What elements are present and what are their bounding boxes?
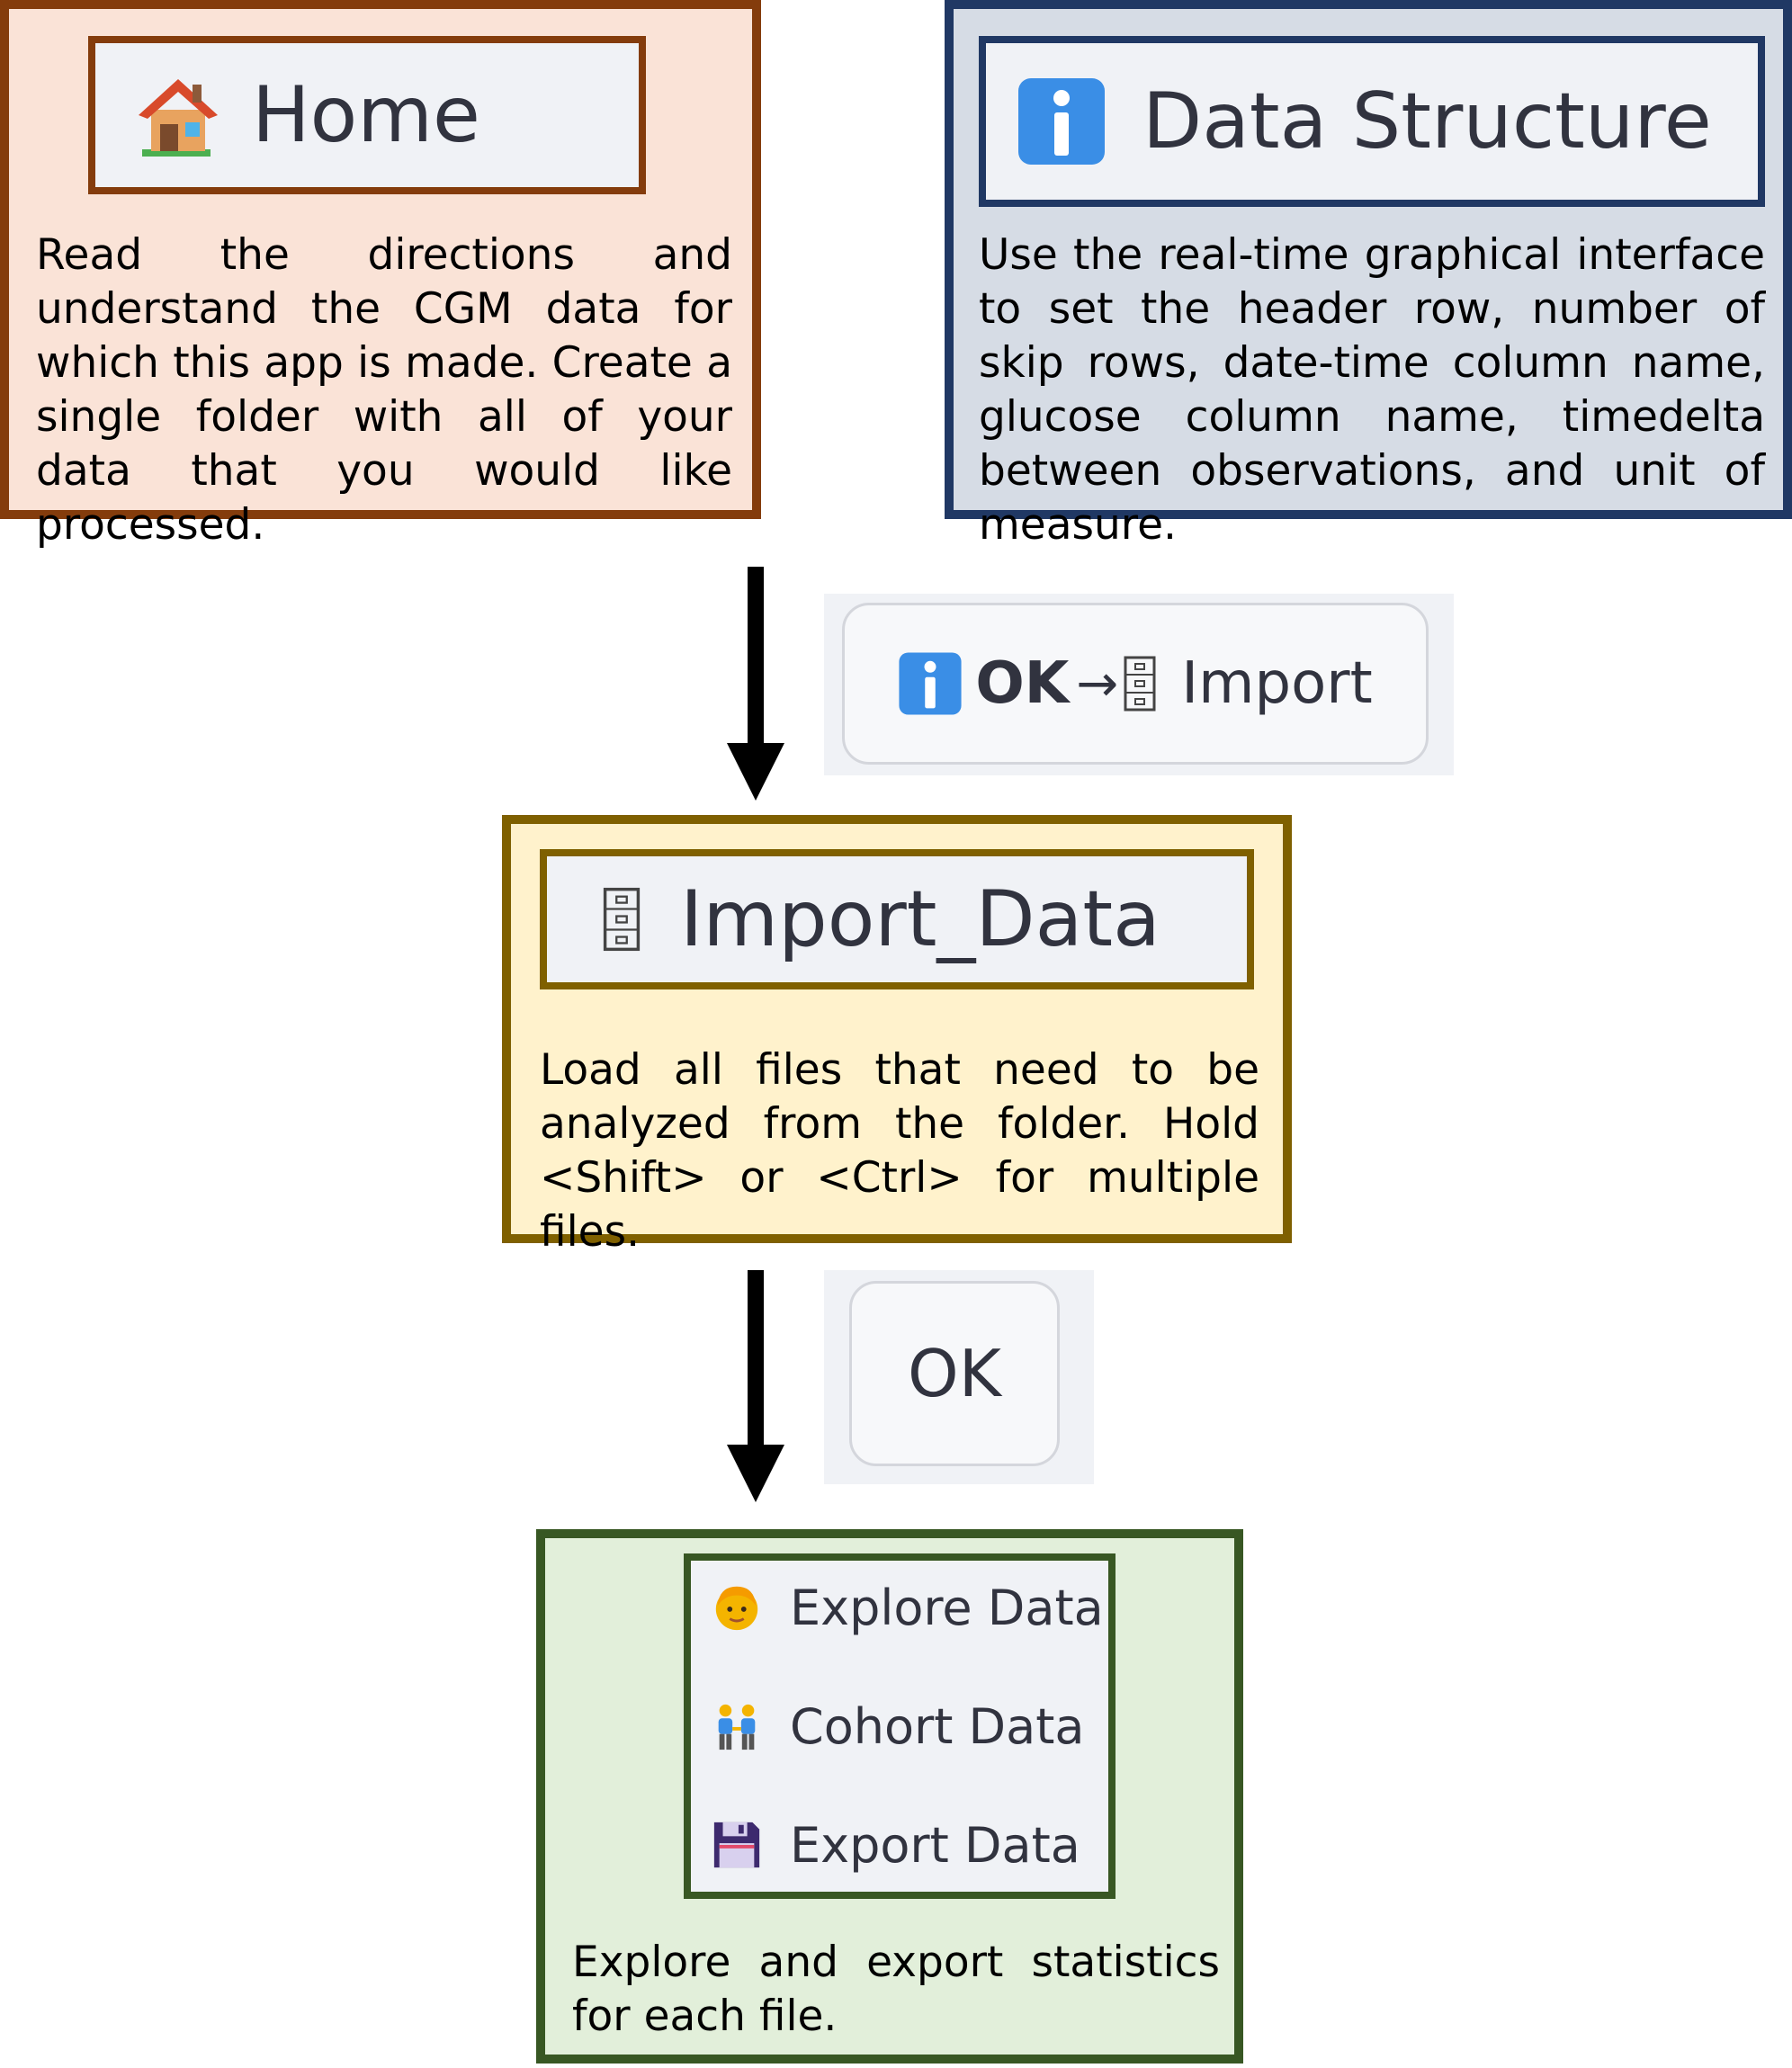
file-cabinet-icon [601,883,642,955]
home-panel: Home Read the directions and understand … [0,0,761,550]
arrow-glyph: → [1076,654,1119,713]
menu-item-cohort-data[interactable]: Cohort Data [711,1681,1084,1771]
face-icon [711,1581,763,1634]
import-data-description: Load all files that need to be analyzed … [540,1045,1259,1257]
flow-arrow-1 [727,567,784,801]
home-nav-button[interactable]: Home [88,36,646,194]
flow-arrow-2 [727,1270,784,1502]
info-icon [1017,76,1107,166]
import-data-title: Import_Data [680,874,1160,964]
page-menu: Explore Data Cohort Data [684,1553,1116,1899]
people-holding-hands-icon [711,1700,763,1752]
home-description: Read the directions and understand the C… [36,230,732,550]
home-title: Home [252,70,480,160]
ok-label: OK [908,1336,1001,1411]
info-icon [898,651,963,716]
menu-label-cohort-data: Cohort Data [790,1697,1085,1755]
ok-import-button[interactable]: OK → Import [842,603,1429,765]
house-icon [130,70,220,160]
explore-export-panel: Explore Data Cohort Data [536,1529,1243,2064]
file-cabinet-icon [1122,656,1158,712]
ok-label: OK [975,650,1070,717]
menu-item-export-data[interactable]: Export Data [711,1800,1080,1890]
import-data-nav-button[interactable]: Import_Data [540,849,1254,989]
data-structure-description: Use the real-time graphical interface to… [979,230,1765,550]
import-data-panel: Import_Data Load all files that need to … [502,815,1292,1257]
explore-export-description: Explore and export statistics for each f… [572,1938,1220,2041]
import-label: Import [1181,650,1373,717]
floppy-disk-icon [711,1819,763,1871]
data-structure-title: Data Structure [1142,76,1712,166]
menu-label-export-data: Export Data [790,1816,1080,1874]
ok-button[interactable]: OK [849,1281,1060,1466]
data-structure-panel: Data Structure Use the real-time graphic… [945,0,1792,550]
menu-label-explore-data: Explore Data [790,1579,1104,1636]
data-structure-nav-button[interactable]: Data Structure [979,36,1765,207]
menu-item-explore-data[interactable]: Explore Data [711,1562,1104,1652]
